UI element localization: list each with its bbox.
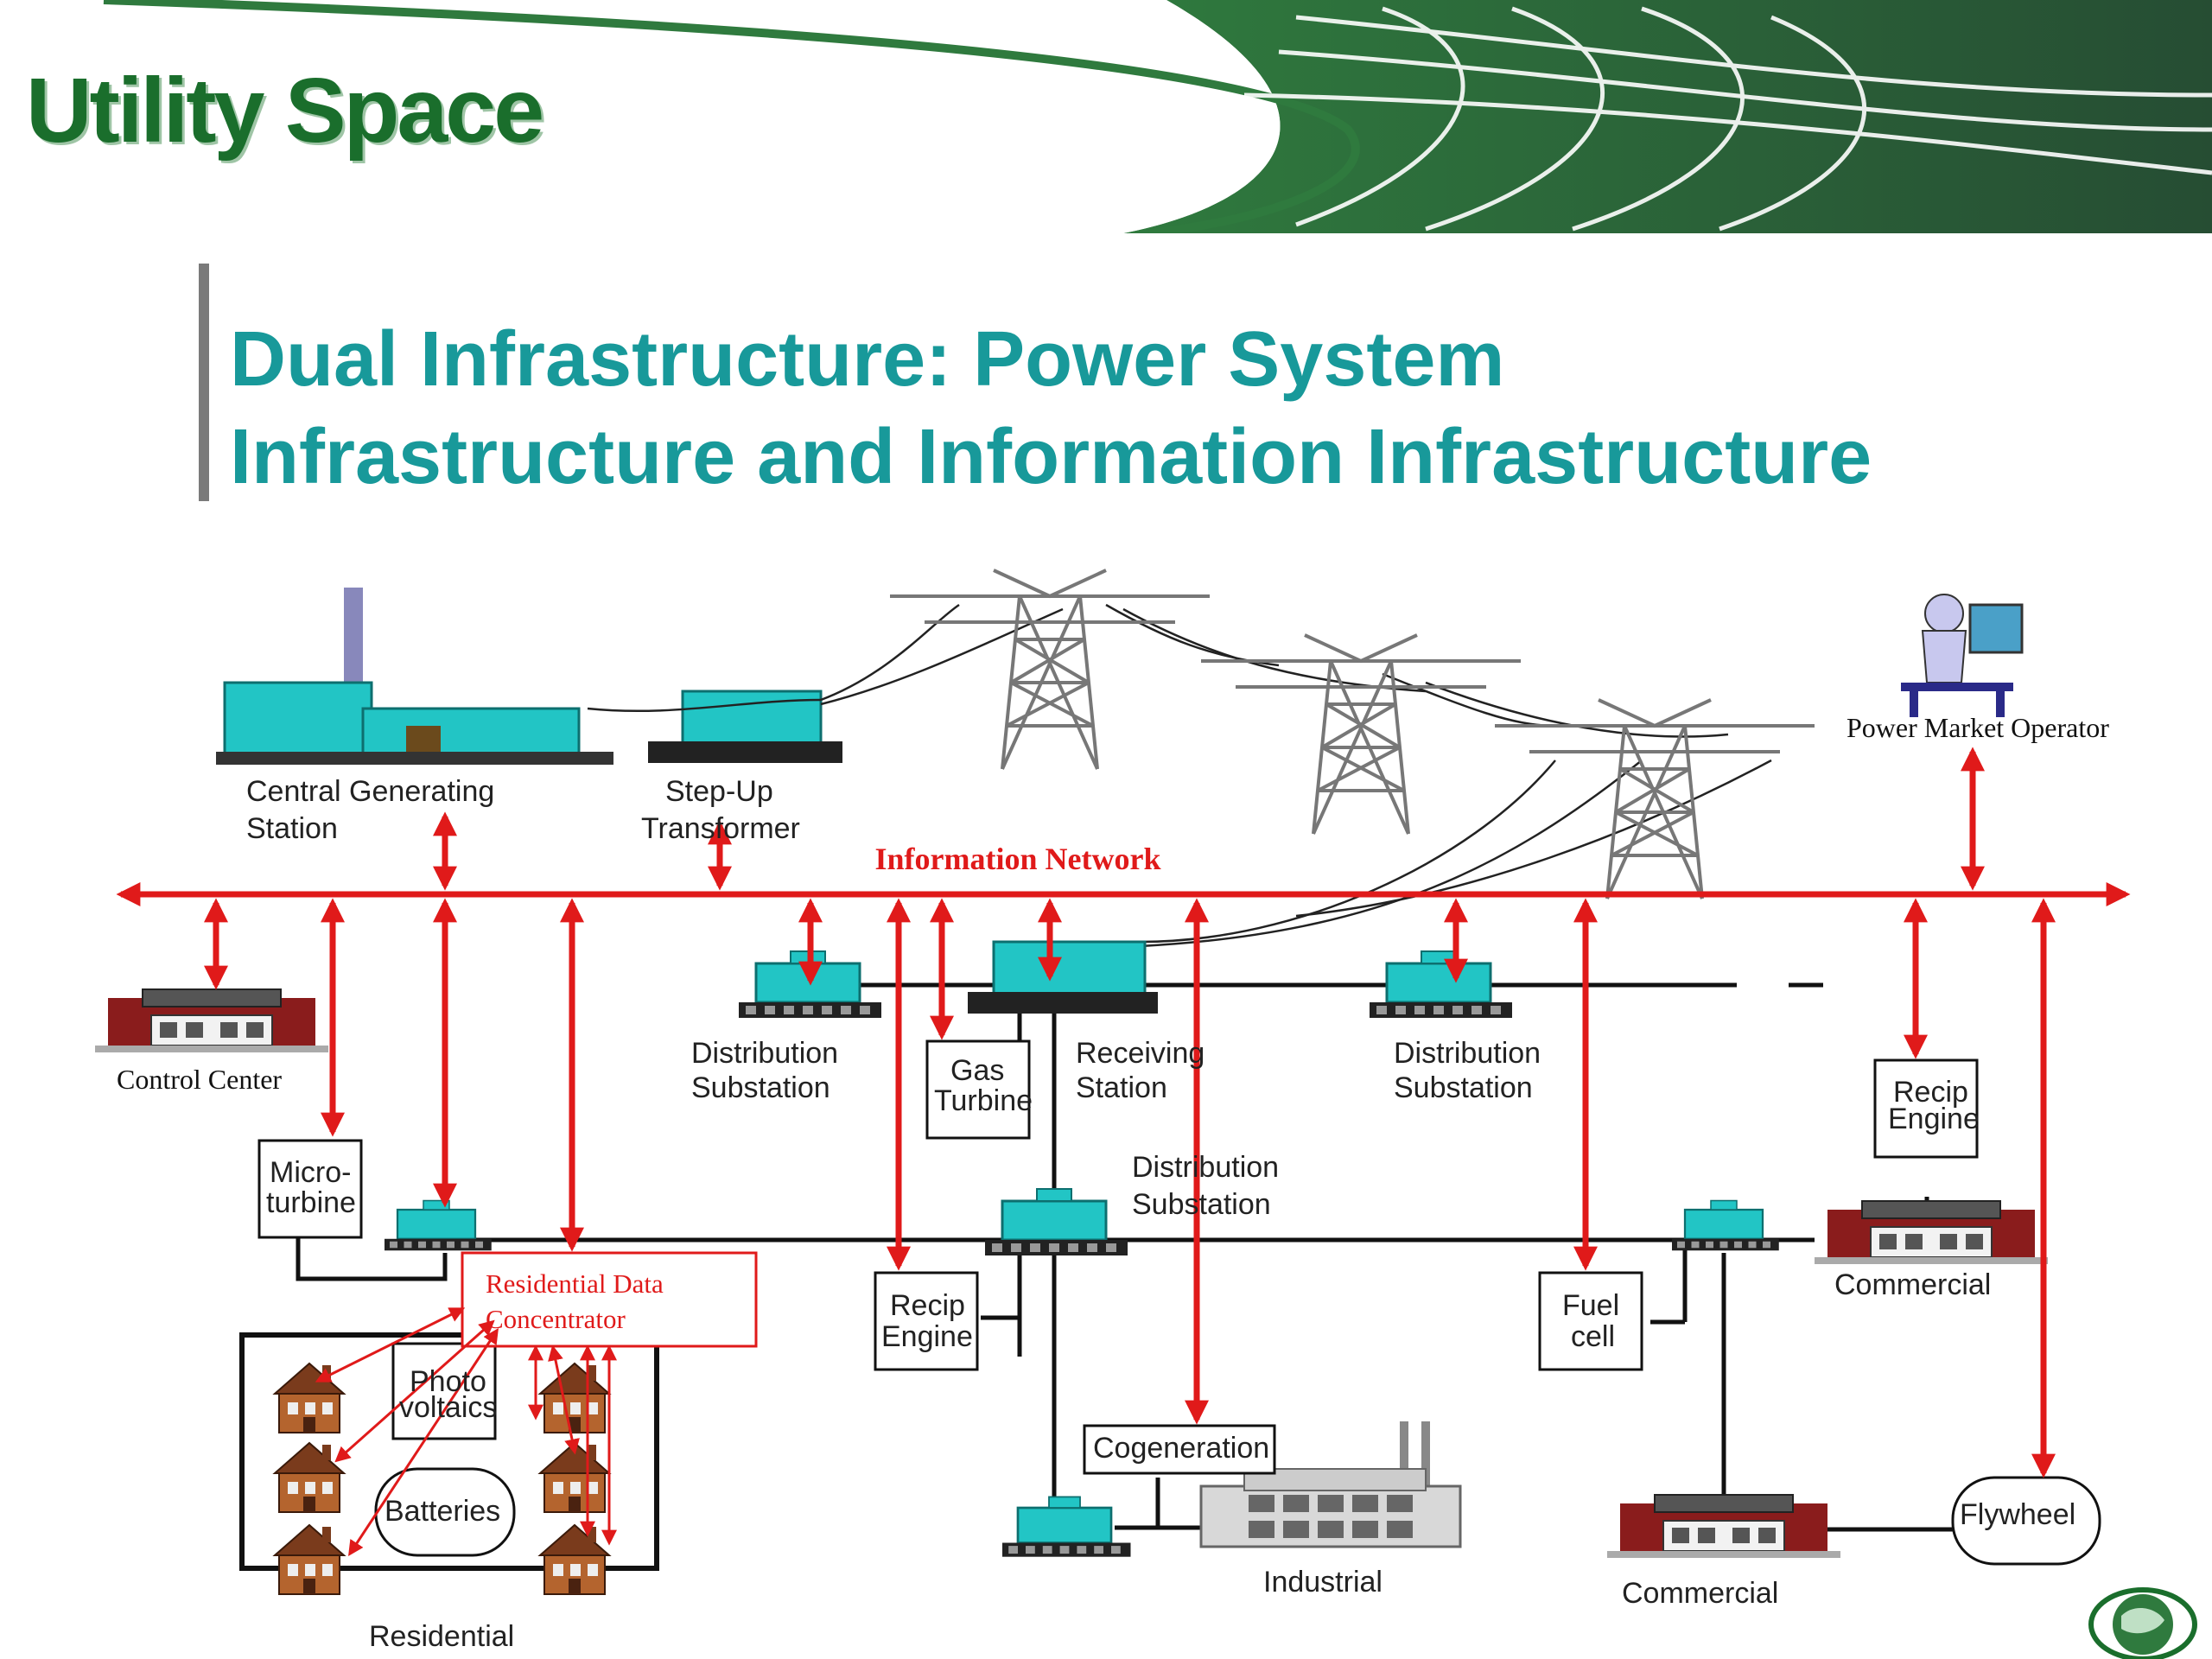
distribution-substation-right-label-1: Distribution bbox=[1394, 1037, 1541, 1070]
commercial-bottom-label: Commercial bbox=[1622, 1577, 1778, 1610]
concentrator-label-2: Concentrator bbox=[486, 1304, 626, 1334]
receiving-station-label-2: Station bbox=[1076, 1071, 1167, 1104]
step-up-transformer-icon bbox=[648, 690, 842, 763]
distribution-substation-mid-label-1: Distribution bbox=[1132, 1151, 1279, 1184]
house-icon bbox=[539, 1363, 610, 1433]
step-up-label-2: Transformer bbox=[641, 812, 800, 845]
concentrator-label-1: Residential Data bbox=[486, 1268, 664, 1299]
photovoltaics-label-2: voltaics bbox=[399, 1391, 497, 1424]
header-banner bbox=[0, 0, 2212, 233]
receiving-station-icon bbox=[968, 940, 1158, 1014]
cogeneration-label: Cogeneration bbox=[1093, 1432, 1269, 1465]
distribution-substation-mid-label-2: Substation bbox=[1132, 1188, 1271, 1221]
flywheel-label: Flywheel bbox=[1960, 1498, 2075, 1531]
infrastructure-diagram: Information Network Central Generating S… bbox=[94, 569, 2197, 1659]
gas-turbine-box bbox=[925, 1039, 1031, 1140]
brand-title: Utility Space bbox=[26, 60, 544, 162]
recip-engine-right-label-2: Engine bbox=[1888, 1103, 1980, 1135]
residential-data-concentrator-box bbox=[461, 1251, 758, 1348]
gas-turbine-label-1: Gas bbox=[950, 1054, 1004, 1087]
slide-title-line-1: Dual Infrastructure: Power System bbox=[230, 316, 1505, 403]
residential-substation-icon bbox=[383, 1199, 493, 1252]
power-market-operator-icon bbox=[1901, 594, 2024, 717]
industrial-substation-icon bbox=[1001, 1496, 1132, 1559]
receiving-station-label-1: Receiving bbox=[1076, 1037, 1205, 1070]
house-icon bbox=[274, 1442, 345, 1513]
commercial-right-icon bbox=[1814, 1200, 2049, 1265]
distribution-substation-right-label-2: Substation bbox=[1394, 1071, 1533, 1104]
fuel-cell-label-2: cell bbox=[1571, 1320, 1615, 1353]
photovoltaics-label-1: Photo bbox=[410, 1365, 486, 1398]
distribution-substation-right-icon bbox=[1368, 950, 1514, 1020]
house-icon bbox=[274, 1524, 345, 1595]
house-icon bbox=[539, 1442, 610, 1513]
central-generating-station-icon bbox=[216, 588, 613, 765]
information-network-label: Information Network bbox=[875, 842, 1161, 876]
central-generating-label-1: Central Generating bbox=[246, 775, 494, 808]
gas-turbine-label-2: Turbine bbox=[934, 1084, 1033, 1117]
fuel-cell-box bbox=[1538, 1271, 1643, 1371]
title-accent-bar bbox=[199, 264, 209, 501]
transmission-tower-icon bbox=[1493, 698, 1816, 900]
power-market-operator-label: Power Market Operator bbox=[1847, 712, 2109, 743]
residential-label: Residential bbox=[369, 1620, 514, 1653]
recip-engine-mid-label-2: Engine bbox=[881, 1320, 973, 1353]
micro-turbine-label-2: turbine bbox=[266, 1186, 356, 1219]
globe-logo-icon bbox=[2088, 1587, 2197, 1659]
recip-engine-mid-label-1: Recip bbox=[890, 1289, 965, 1322]
batteries-label: Batteries bbox=[385, 1495, 500, 1528]
control-center-icon bbox=[94, 988, 329, 1053]
central-generating-label-2: Station bbox=[246, 812, 338, 845]
step-up-label-1: Step-Up bbox=[665, 775, 773, 808]
commercial-substation-icon bbox=[1670, 1199, 1780, 1252]
fuel-cell-label-1: Fuel bbox=[1562, 1289, 1619, 1322]
micro-turbine-box bbox=[257, 1139, 363, 1239]
micro-turbine-label-1: Micro- bbox=[270, 1156, 351, 1189]
commercial-bottom-icon bbox=[1606, 1494, 1841, 1559]
slide-title-line-2: Infrastructure and Information Infrastru… bbox=[230, 414, 1872, 500]
commercial-right-label: Commercial bbox=[1834, 1268, 1991, 1301]
distribution-substation-left-label-1: Distribution bbox=[691, 1037, 838, 1070]
distribution-substation-mid-icon bbox=[983, 1187, 1129, 1257]
transmission-tower-icon bbox=[888, 569, 1211, 771]
transmission-tower-icon bbox=[1199, 633, 1522, 836]
flywheel-box bbox=[1951, 1476, 2101, 1566]
recip-engine-right-box bbox=[1873, 1058, 1979, 1159]
house-icon bbox=[539, 1524, 610, 1595]
distribution-substation-left-label-2: Substation bbox=[691, 1071, 830, 1104]
cogeneration-box bbox=[1083, 1424, 1276, 1475]
control-center-label: Control Center bbox=[117, 1064, 282, 1095]
recip-engine-right-label-1: Recip bbox=[1893, 1076, 1968, 1109]
industrial-label: Industrial bbox=[1263, 1566, 1382, 1599]
recip-engine-mid-box bbox=[874, 1271, 979, 1371]
